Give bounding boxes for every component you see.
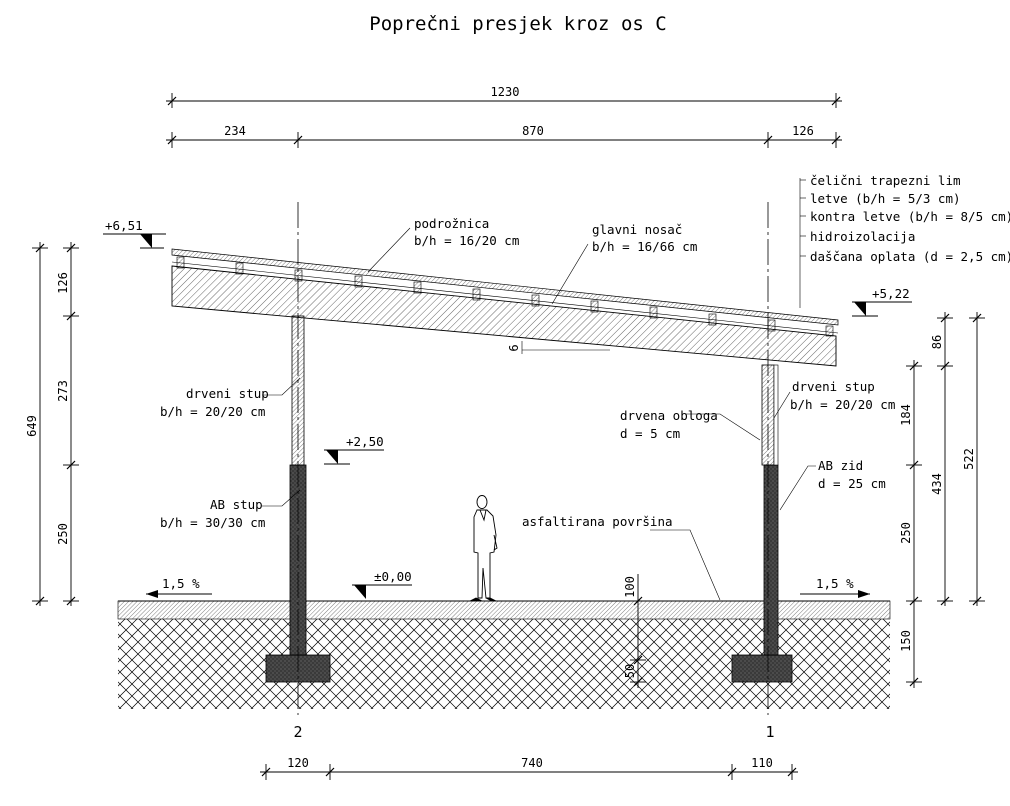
label-timber-column-right-size: b/h = 20/20 cm (790, 397, 895, 412)
svg-text:1,5 %: 1,5 % (162, 576, 200, 591)
label-cladding: drvena obloga (620, 408, 718, 423)
label-cladding-size: d = 5 cm (620, 426, 680, 441)
svg-text:649: 649 (25, 415, 39, 437)
purlin (590, 300, 599, 313)
human-figure (469, 495, 498, 602)
dimension-left-segments: 126 273 250 (56, 242, 79, 606)
drawing-title: Poprečni presjek kroz os C (369, 13, 666, 35)
label-asphalt: asfaltirana površina (522, 514, 673, 529)
foundation-right (731, 654, 793, 683)
svg-text:522: 522 (962, 448, 976, 470)
svg-text:6: 6 (507, 344, 521, 351)
svg-text:150: 150 (899, 630, 913, 652)
purlin (294, 269, 303, 282)
svg-text:434: 434 (930, 473, 944, 495)
purlin (354, 275, 363, 288)
label-ab-wall: AB zid (818, 458, 863, 473)
level-marker-zero: ±0,00 (352, 569, 412, 599)
roof-underside (171, 261, 839, 334)
dimension-right-middle: 86 434 (930, 312, 953, 606)
svg-text:273: 273 (56, 380, 70, 402)
slope-left: 1,5 % (146, 576, 212, 598)
purlin (176, 256, 185, 269)
svg-text:110: 110 (751, 756, 773, 770)
label-layer-counter-battens: kontra letve (b/h = 8/5 cm) (810, 209, 1010, 224)
dimension-left-total: 649 (25, 242, 48, 606)
dimension-bottom: 120 740 110 (260, 756, 798, 780)
dimension-top-segments: 234 870 126 (166, 124, 842, 148)
purlins (176, 256, 834, 337)
level-marker-mid: +2,50 (324, 434, 384, 465)
svg-text:50: 50 (623, 664, 637, 678)
label-timber-column-right: drveni stup (792, 379, 875, 394)
svg-text:870: 870 (522, 124, 544, 138)
svg-text:126: 126 (56, 272, 70, 294)
leader-lines (262, 178, 816, 601)
label-layer-steel: čelični trapezni lim (810, 173, 961, 188)
purlin (708, 313, 717, 326)
dimension-right-inner: 184 250 150 (899, 360, 922, 688)
label-purlin-size: b/h = 16/20 cm (414, 233, 519, 248)
axis-label-right: 1 (765, 723, 774, 741)
label-layer-waterproofing: hidroizolacija (810, 229, 915, 244)
svg-text:184: 184 (899, 404, 913, 426)
svg-text:1230: 1230 (491, 85, 520, 99)
svg-text:+2,50: +2,50 (346, 434, 384, 449)
purlin (472, 288, 481, 301)
leader-layer-ticks (800, 179, 806, 257)
purlin (767, 319, 776, 332)
svg-text:740: 740 (521, 756, 543, 770)
dimension-top-total: 1230 (166, 85, 842, 108)
svg-text:250: 250 (899, 522, 913, 544)
svg-text:±0,00: ±0,00 (374, 569, 412, 584)
roof (171, 248, 839, 367)
svg-text:+6,51: +6,51 (105, 218, 143, 233)
purlin (413, 281, 422, 294)
level-marker-top: +6,51 (103, 218, 166, 249)
label-ab-column-size: b/h = 30/30 cm (160, 515, 265, 530)
label-layer-boarding: daščana oplata (d = 2,5 cm) (810, 249, 1010, 264)
svg-text:+5,22: +5,22 (872, 286, 910, 301)
purlin (531, 294, 540, 307)
dimension-beam-offset: 6 (507, 341, 610, 354)
svg-text:120: 120 (287, 756, 309, 770)
purlin (825, 325, 834, 337)
main-beam (171, 265, 837, 367)
level-marker-eave: +5,22 (852, 286, 912, 317)
slope-right: 1,5 % (800, 576, 870, 598)
label-timber-column-left-size: b/h = 20/20 cm (160, 404, 265, 419)
svg-text:100: 100 (623, 576, 637, 598)
label-ab-wall-size: d = 25 cm (818, 476, 886, 491)
svg-text:86: 86 (930, 335, 944, 349)
label-purlin: podrožnica (414, 216, 489, 231)
purlin (649, 306, 658, 319)
axis-label-left: 2 (293, 723, 302, 741)
label-timber-column-left: drveni stup (186, 386, 269, 401)
label-main-beam-size: b/h = 16/66 cm (592, 239, 697, 254)
label-ab-column: AB stup (210, 497, 263, 512)
dimension-right-total: 522 (962, 312, 985, 606)
label-main-beam: glavni nosač (592, 222, 682, 237)
svg-text:126: 126 (792, 124, 814, 138)
svg-text:234: 234 (224, 124, 246, 138)
svg-text:1,5 %: 1,5 % (816, 576, 854, 591)
dimension-ground-depth: 100 50 (623, 574, 646, 688)
purlin (235, 262, 244, 275)
svg-text:250: 250 (56, 523, 70, 545)
label-layer-battens: letve (b/h = 5/3 cm) (810, 191, 961, 206)
ab-wall-right (763, 464, 779, 656)
roof-deck (171, 248, 839, 326)
